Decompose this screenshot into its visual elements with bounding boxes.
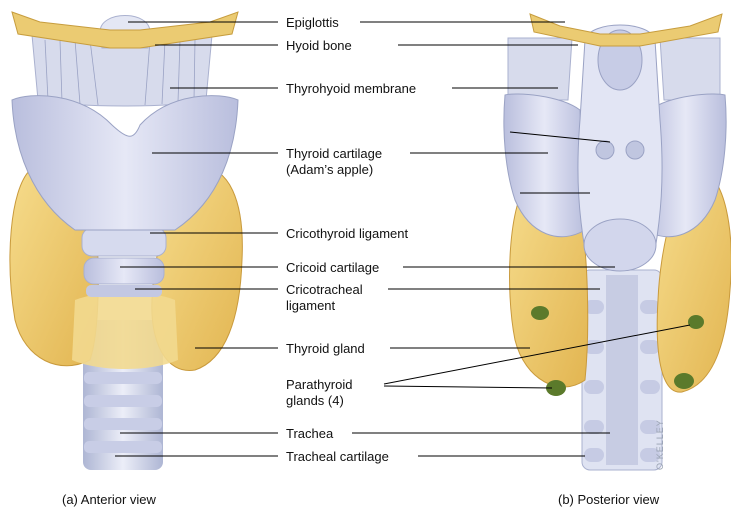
label-trachea: Trachea [286,426,333,441]
label-thyroid-gland: Thyroid gland [286,341,365,356]
parathyroid-gland [674,373,694,389]
label-cricothyroid-ligament: Cricothyroid ligament [286,226,408,241]
parathyroid-gland [531,306,549,320]
posterior-view-illustration [504,14,731,470]
label-hyoid-bone: Hyoid bone [286,38,352,53]
label-cricoid-cartilage: Cricoid cartilage [286,260,379,275]
anterior-cricoid-cartilage [82,228,166,297]
posterior-trachea [582,270,662,470]
label-thyrohyoid-membrane: Thyrohyoid membrane [286,81,416,96]
caption-anterior-view: (a) Anterior view [62,492,156,507]
parathyroid-gland [688,315,704,329]
anterior-tracheal-ring [84,372,162,384]
posterior-membrane-left [508,38,572,100]
artist-signature: O'KELLEY [655,419,665,470]
caption-posterior-view: (b) Posterior view [558,492,659,507]
anterior-tracheal-ring [84,418,162,430]
posterior-cricoid [584,219,656,271]
posterior-membrane-right [660,38,720,100]
label-epiglottis: Epiglottis [286,15,339,30]
label-cricotracheal-ligament: ligament [286,298,335,313]
label-cricotracheal: Cricotracheal [286,282,363,297]
label-thyroid-cartilage: Thyroid cartilage [286,146,382,161]
label-parathyroid-glands: glands (4) [286,393,344,408]
anterior-view-illustration [10,12,242,470]
label-parathyroid: Parathyroid [286,377,352,392]
label-tracheal-cartilage: Tracheal cartilage [286,449,389,464]
anterior-tracheal-ring [84,395,162,407]
label-adams-apple: (Adam’s apple) [286,162,373,177]
anterior-tracheal-ring [84,441,162,453]
